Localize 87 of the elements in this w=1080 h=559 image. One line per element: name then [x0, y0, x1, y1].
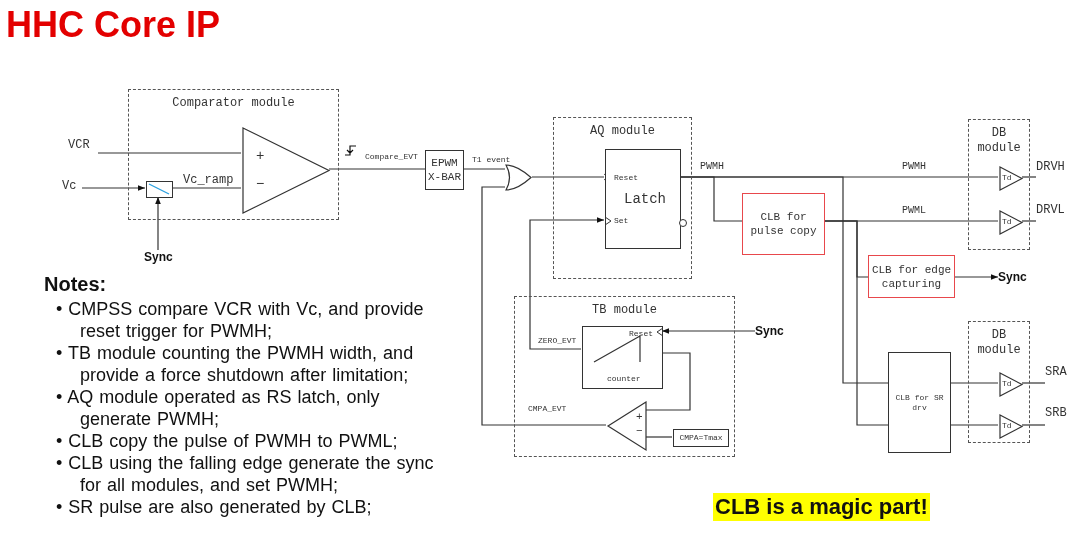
- buffer-symbol: [999, 166, 1023, 191]
- connector-line: [328, 168, 426, 170]
- edge-label: CMPA_EVT: [528, 405, 567, 413]
- edge-label: PWML: [902, 206, 926, 216]
- edge-label: Vc_ramp: [183, 174, 234, 186]
- signal-label: Sync: [755, 324, 784, 338]
- dashed-module-box: [968, 321, 1030, 443]
- module-title: Comparator module: [171, 96, 296, 111]
- sign-label: +: [636, 412, 643, 423]
- note-item: • TB module counting the PWMH width, and provide a force shutdown after limitation;: [56, 342, 415, 386]
- module-title: DB module: [976, 126, 1022, 156]
- box-label: Td: [1002, 218, 1012, 226]
- pin-label: Reset: [614, 174, 638, 182]
- note-item: • CLB copy the pulse of PWMH to PWML;: [56, 430, 399, 452]
- box-label: Td: [1002, 422, 1012, 430]
- dashed-module-box: [514, 296, 735, 457]
- pin-label: Set: [614, 217, 629, 225]
- module-title: AQ module: [589, 124, 656, 139]
- dashed-module-box: [968, 119, 1030, 250]
- signal-label: VCR: [68, 139, 90, 151]
- counter-block: [582, 326, 663, 389]
- connector-line: [950, 382, 999, 384]
- signal-label: SRA: [1045, 366, 1067, 378]
- connector-line: [97, 152, 242, 154]
- connector-line: [1021, 382, 1046, 384]
- box-label: CMPA=Tmax: [678, 432, 724, 444]
- page-title: HHC Core IP: [6, 4, 221, 46]
- buffer-symbol: [999, 210, 1023, 235]
- pin-label: counter: [607, 375, 641, 383]
- connector-line: [463, 168, 506, 170]
- module-title: DB module: [976, 328, 1022, 358]
- connector-line: [1021, 424, 1046, 426]
- connector-line: [529, 217, 605, 350]
- comparator-symbol: [607, 401, 647, 451]
- note-item: • AQ module operated as RS latch, only generate PWMH;: [56, 386, 381, 430]
- box-label: CLB for edge capturing: [871, 262, 952, 291]
- sign-label: +: [256, 149, 265, 163]
- signal-label: Sync: [144, 250, 173, 264]
- signal-label: Vc: [62, 180, 77, 192]
- process-box: [888, 352, 951, 453]
- buffer-symbol: [999, 372, 1023, 397]
- edge-label: T1 event: [472, 156, 511, 164]
- connector-line: [824, 220, 889, 426]
- process-box: [673, 429, 729, 447]
- connector-line: [171, 187, 242, 189]
- connector-line: [1021, 220, 1037, 222]
- signal-label: DRVL: [1036, 204, 1065, 216]
- dashed-module-box: [128, 89, 339, 220]
- connector-line: [950, 424, 999, 426]
- sign-label: −: [636, 426, 643, 437]
- edge-label: ZERO_EVT: [538, 337, 577, 345]
- pin-label: Reset: [629, 330, 653, 338]
- signal-label: DRVH: [1036, 161, 1065, 173]
- comparator-symbol: [242, 127, 330, 214]
- connector-line: [645, 352, 691, 411]
- process-box: [868, 255, 955, 298]
- buffer-symbol: [999, 414, 1023, 439]
- connector-line: [481, 186, 607, 426]
- signal-label: Sync: [998, 270, 1027, 284]
- connector-line: [81, 185, 146, 191]
- note-item: • SR pulse are also generated by CLB;: [56, 496, 373, 518]
- box-label: Td: [1002, 174, 1012, 182]
- connector-line: [661, 328, 756, 334]
- edge-label: Compare_EVT: [365, 153, 418, 161]
- module-title: TB module: [591, 303, 658, 318]
- connector-line: [679, 176, 889, 384]
- connector-line: [645, 436, 673, 438]
- sign-label: −: [256, 177, 265, 191]
- ramp-block: [146, 181, 173, 198]
- edge-label: PWMH: [902, 162, 926, 172]
- box-label: Td: [1002, 380, 1012, 388]
- connector-line: [954, 274, 999, 280]
- signal-label: SRB: [1045, 407, 1067, 419]
- box-label: CLB for pulse copy: [749, 209, 818, 239]
- connector-line: [155, 196, 161, 251]
- highlight-note: CLB is a magic part!: [713, 493, 930, 521]
- process-box: [742, 193, 825, 255]
- box-label: EPWM X-BAR: [428, 155, 461, 185]
- note-item: • CMPSS compare VCR with Vc, and provide reset trigger for PWMH;: [56, 298, 425, 342]
- notes-heading: Notes:: [44, 273, 107, 296]
- box-label: Latch: [624, 192, 666, 206]
- dashed-module-box: [553, 117, 692, 279]
- edge-label: PWMH: [700, 162, 724, 172]
- or-gate-symbol: [505, 164, 532, 191]
- note-item: • CLB using the falling edge generate the sync for all modules, and set PWMH;: [56, 452, 435, 496]
- box-label: CLB for SR drv: [894, 392, 945, 413]
- connector-line: [1021, 176, 1037, 178]
